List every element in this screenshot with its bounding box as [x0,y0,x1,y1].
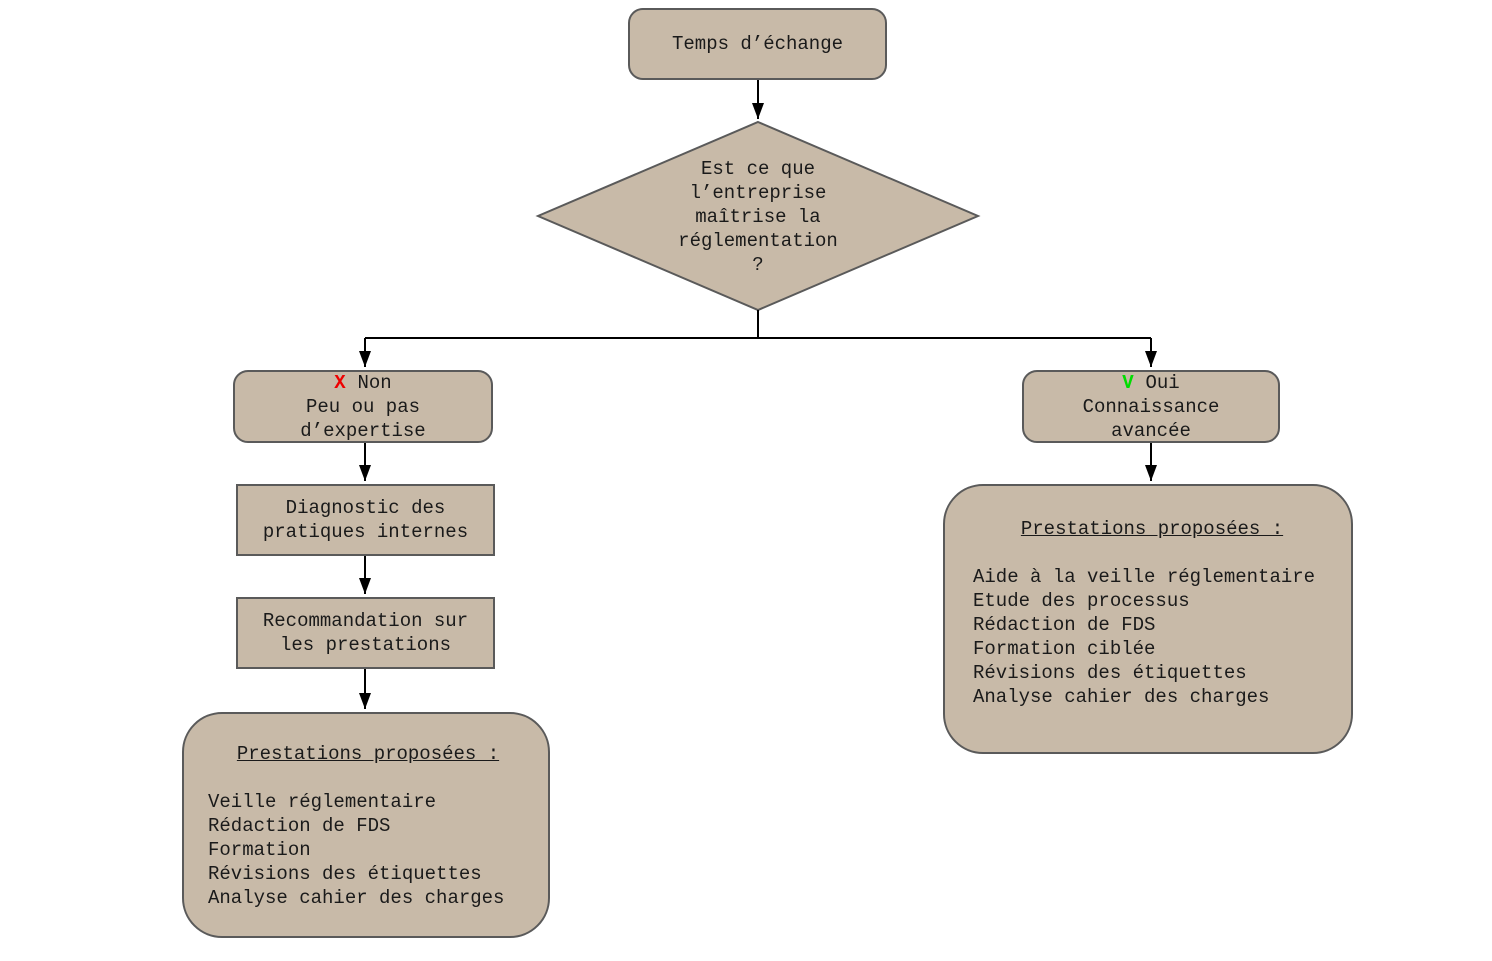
no-branch-line: Peu ou pas [305,395,421,418]
prestation-item: Veille réglementaire [208,791,437,813]
prestation-item: Formation ciblée [973,638,1156,660]
prestation-item: Révisions des étiquettes [973,662,1247,684]
no-answer-label: Non [357,371,392,394]
right-prestations-list: Aide à la veille réglementaire Etude des… [973,565,1331,709]
prestation-item: Analyse cahier des charges [973,686,1270,708]
prestation-item: Rédaction de FDS [973,614,1156,636]
diagnostic-line: pratiques internes [262,521,469,543]
yes-branch-line: Connaissance [1082,395,1220,418]
right-prestations-title: Prestations proposées : [1020,518,1284,540]
recommandation-node: Recommandation sur les prestations [236,597,495,669]
prestation-item: Rédaction de FDS [208,815,391,837]
start-node: Temps d’échange [628,8,887,80]
yes-branch-line: avancée [1111,419,1191,442]
no-branch-node: X Non Peu ou pas d’expertise [233,370,493,443]
yes-answer-label: Oui [1145,371,1180,394]
decision-line: ? [752,254,764,276]
decision-node-text: Est ce que l’entreprise maîtrise la régl… [558,157,958,277]
left-prestations-node: Prestations proposées : Veille réglement… [182,712,550,938]
decision-line: l’entreprise [689,182,827,204]
decision-line: maîtrise la [695,206,821,228]
left-prestations-list: Veille réglementaire Rédaction de FDS Fo… [208,790,528,910]
right-prestations-node: Prestations proposées : Aide à la veille… [943,484,1353,754]
yes-branch-node: V Oui Connaissance avancée [1022,370,1280,443]
no-branch-line: d’expertise [300,419,426,442]
decision-line: réglementation [678,230,838,252]
recommandation-line: les prestations [279,634,452,656]
prestation-item: Formation [208,839,311,861]
left-prestations-title: Prestations proposées : [236,743,500,765]
prestation-item: Aide à la veille réglementaire [973,566,1316,588]
check-mark-icon: V [1122,371,1134,394]
start-node-label: Temps d’échange [671,33,844,55]
no-branch-answer-line: X Non [334,371,391,395]
diagnostic-line: Diagnostic des [285,497,446,519]
prestation-item: Analyse cahier des charges [208,887,505,909]
diagnostic-node: Diagnostic des pratiques internes [236,484,495,556]
x-mark-icon: X [334,371,346,394]
decision-line: Est ce que [700,158,816,180]
yes-branch-answer-line: V Oui [1122,371,1179,395]
prestation-item: Révisions des étiquettes [208,863,482,885]
prestation-item: Etude des processus [973,590,1190,612]
recommandation-line: Recommandation sur [262,610,469,632]
